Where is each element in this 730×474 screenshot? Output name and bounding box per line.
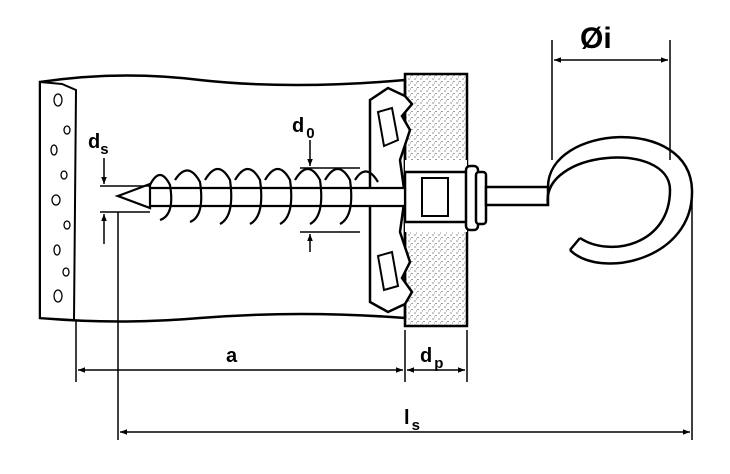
wall-aggregate	[50, 93, 71, 303]
screw-tip	[114, 182, 152, 210]
hook-ring-inner	[546, 156, 672, 249]
wall-broken-edge	[39, 80, 78, 322]
screw-threads	[149, 167, 379, 225]
hook-shank	[484, 185, 550, 207]
label-inner-diameter: Øi	[580, 22, 612, 55]
label-a: a	[226, 345, 238, 367]
hook	[484, 135, 694, 265]
washer	[464, 164, 488, 232]
hook-ring-outer	[546, 135, 694, 265]
dimensions	[75, 40, 693, 440]
label-d-s: ds	[88, 131, 109, 158]
hook-ring-end	[569, 237, 581, 251]
screw	[114, 167, 407, 225]
